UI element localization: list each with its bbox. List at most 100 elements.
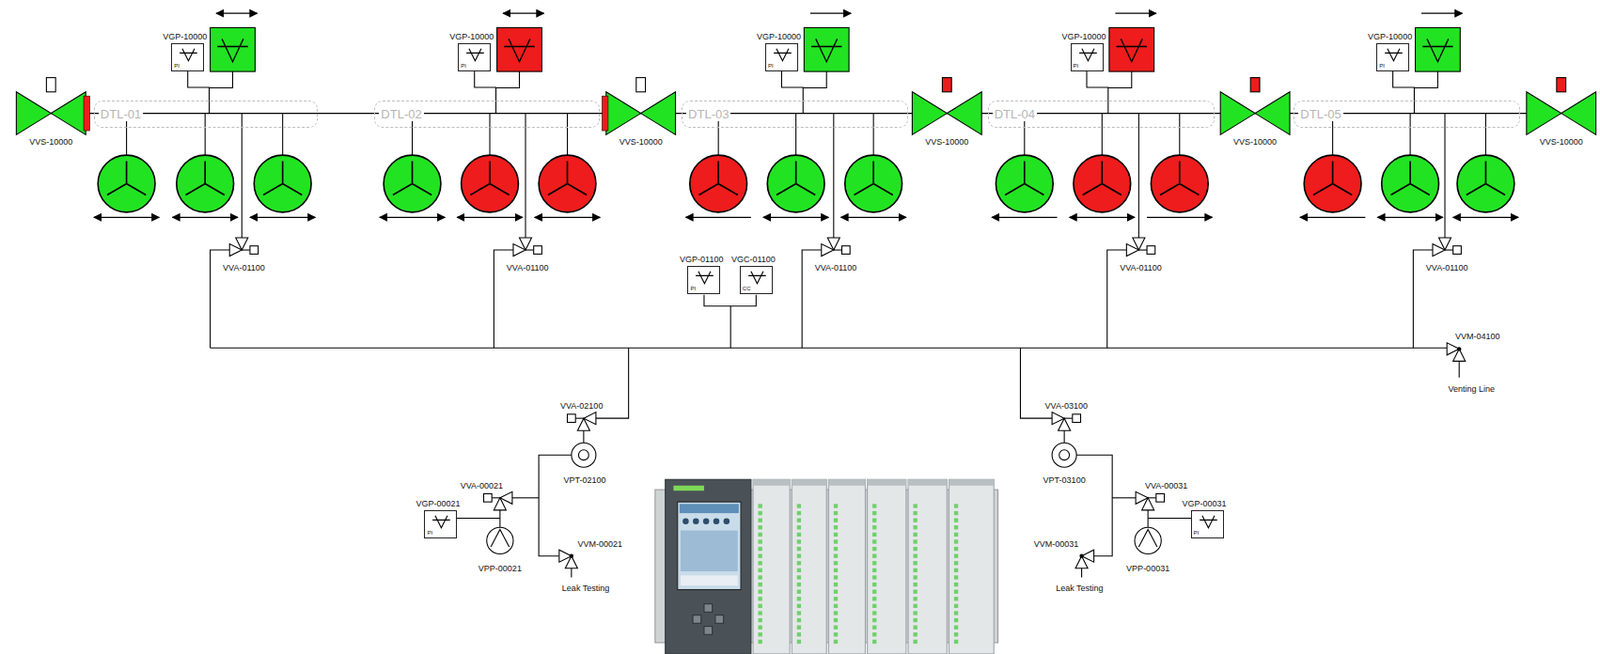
turbo-pump xyxy=(1303,155,1362,213)
pump-spokes xyxy=(1466,161,1506,196)
equipment-tag: VVA-01100 xyxy=(221,263,267,273)
valve-triangle xyxy=(577,418,590,431)
equipment-tag: VPP-00021 xyxy=(477,564,523,574)
equipment-tag: VVA-01100 xyxy=(505,263,550,273)
section-box: DTL-02 xyxy=(374,100,600,127)
plc-led xyxy=(954,575,958,580)
pipe-line xyxy=(1413,101,1415,114)
plc-led xyxy=(912,554,917,559)
actuated-valve xyxy=(229,237,258,257)
gauge-symbol xyxy=(503,38,535,62)
direction-arrow xyxy=(810,13,851,15)
plc-led xyxy=(833,525,838,530)
valve-triangle xyxy=(513,244,526,257)
gauge-connector xyxy=(1393,71,1415,102)
plc-led xyxy=(872,539,877,544)
actuator-stem xyxy=(241,250,251,251)
pipe-line xyxy=(582,430,584,443)
pipe-line xyxy=(1064,430,1066,443)
gauge-connector xyxy=(1086,71,1109,102)
gauge-symbol-line xyxy=(696,271,715,284)
gauge-instrument: VGP-00021PI xyxy=(415,499,460,539)
plc-led xyxy=(797,604,801,609)
backing-pump xyxy=(1134,527,1161,554)
equipment-tag: Leak Testing xyxy=(1054,583,1104,594)
plc-led xyxy=(912,568,917,573)
turbo-rotor xyxy=(578,450,589,461)
valve-body xyxy=(911,92,982,136)
pipe-line xyxy=(832,113,834,238)
valve-body xyxy=(1526,92,1597,136)
instrument-type: PI xyxy=(688,285,696,294)
gauge-instrument: VGC-01100CC xyxy=(731,254,776,295)
plc-led xyxy=(954,568,958,573)
manifold-line xyxy=(210,347,1448,349)
plc-led xyxy=(797,596,801,601)
plc-led-strip xyxy=(673,486,705,491)
plc-screen-icon xyxy=(682,518,690,526)
instrument-tag: VGP-00021 xyxy=(415,499,460,510)
plc-led xyxy=(797,547,801,551)
actuated-valve xyxy=(484,491,513,511)
section-box: DTL-04 xyxy=(988,100,1215,127)
plc-led xyxy=(954,503,958,508)
plc-led xyxy=(797,625,801,629)
instrument-type: PI xyxy=(1192,530,1200,538)
pump-spokes xyxy=(186,161,225,196)
equipment-tag: VVM-00031 xyxy=(1033,539,1081,550)
valve-actuator xyxy=(941,78,952,93)
turbo-pump xyxy=(845,155,903,213)
instrument-type: PI xyxy=(1377,62,1385,71)
pipe-line xyxy=(1108,71,1132,88)
plc-led xyxy=(833,611,838,615)
instrument-tag: VGP-10000 xyxy=(1367,31,1412,43)
plc-led xyxy=(912,582,917,587)
actuator-box xyxy=(1072,414,1082,424)
plc-led xyxy=(833,590,838,595)
plc-led xyxy=(757,561,762,565)
gauge-instrument: VGP-10000PI xyxy=(1061,31,1106,72)
actuator-stem xyxy=(491,497,501,499)
plc-button xyxy=(704,604,713,613)
pipe-line xyxy=(1076,454,1113,556)
section-name: DTL-03 xyxy=(686,107,731,122)
pipe-line xyxy=(802,71,827,88)
gauge-display xyxy=(1415,27,1461,72)
pump-spokes xyxy=(1313,161,1352,196)
plc-led xyxy=(954,539,958,544)
actuator-stem xyxy=(525,250,534,251)
plc-module xyxy=(908,479,947,654)
pipe-line xyxy=(1081,568,1083,579)
equipment-tag: VPT-03100 xyxy=(1042,475,1087,486)
plc-led xyxy=(954,554,958,559)
plc-led xyxy=(797,568,801,573)
valve-dot xyxy=(1457,346,1461,351)
equipment-tag: VPT-02100 xyxy=(562,475,607,486)
plc-led xyxy=(757,632,762,637)
pipe-line xyxy=(1101,113,1103,157)
plc-led xyxy=(954,561,958,565)
pipe-line xyxy=(204,113,206,157)
plc-led xyxy=(833,625,838,629)
plc-screen-icon xyxy=(692,518,700,526)
gauge-box: PI xyxy=(1376,43,1410,72)
equipment-tag: VVA-02100 xyxy=(559,401,604,411)
valve-status-bar xyxy=(601,95,609,131)
plc-led xyxy=(954,582,958,587)
plc-led xyxy=(954,596,958,601)
plc-led xyxy=(757,525,762,530)
pump-spokes xyxy=(699,161,738,196)
gauge-connector xyxy=(781,71,803,102)
pipe-line xyxy=(1178,113,1180,157)
pipe-line xyxy=(795,113,797,157)
valve-dot xyxy=(1079,554,1083,559)
equipment-tag: Leak Testing xyxy=(561,583,611,594)
direction-arrow xyxy=(1421,13,1462,15)
plc-led xyxy=(954,547,958,551)
gauge-symbol xyxy=(811,38,843,62)
actuator-box xyxy=(1156,493,1165,502)
pipe-line xyxy=(704,295,756,307)
plc-led xyxy=(912,618,917,623)
turbo-pump xyxy=(383,155,441,213)
